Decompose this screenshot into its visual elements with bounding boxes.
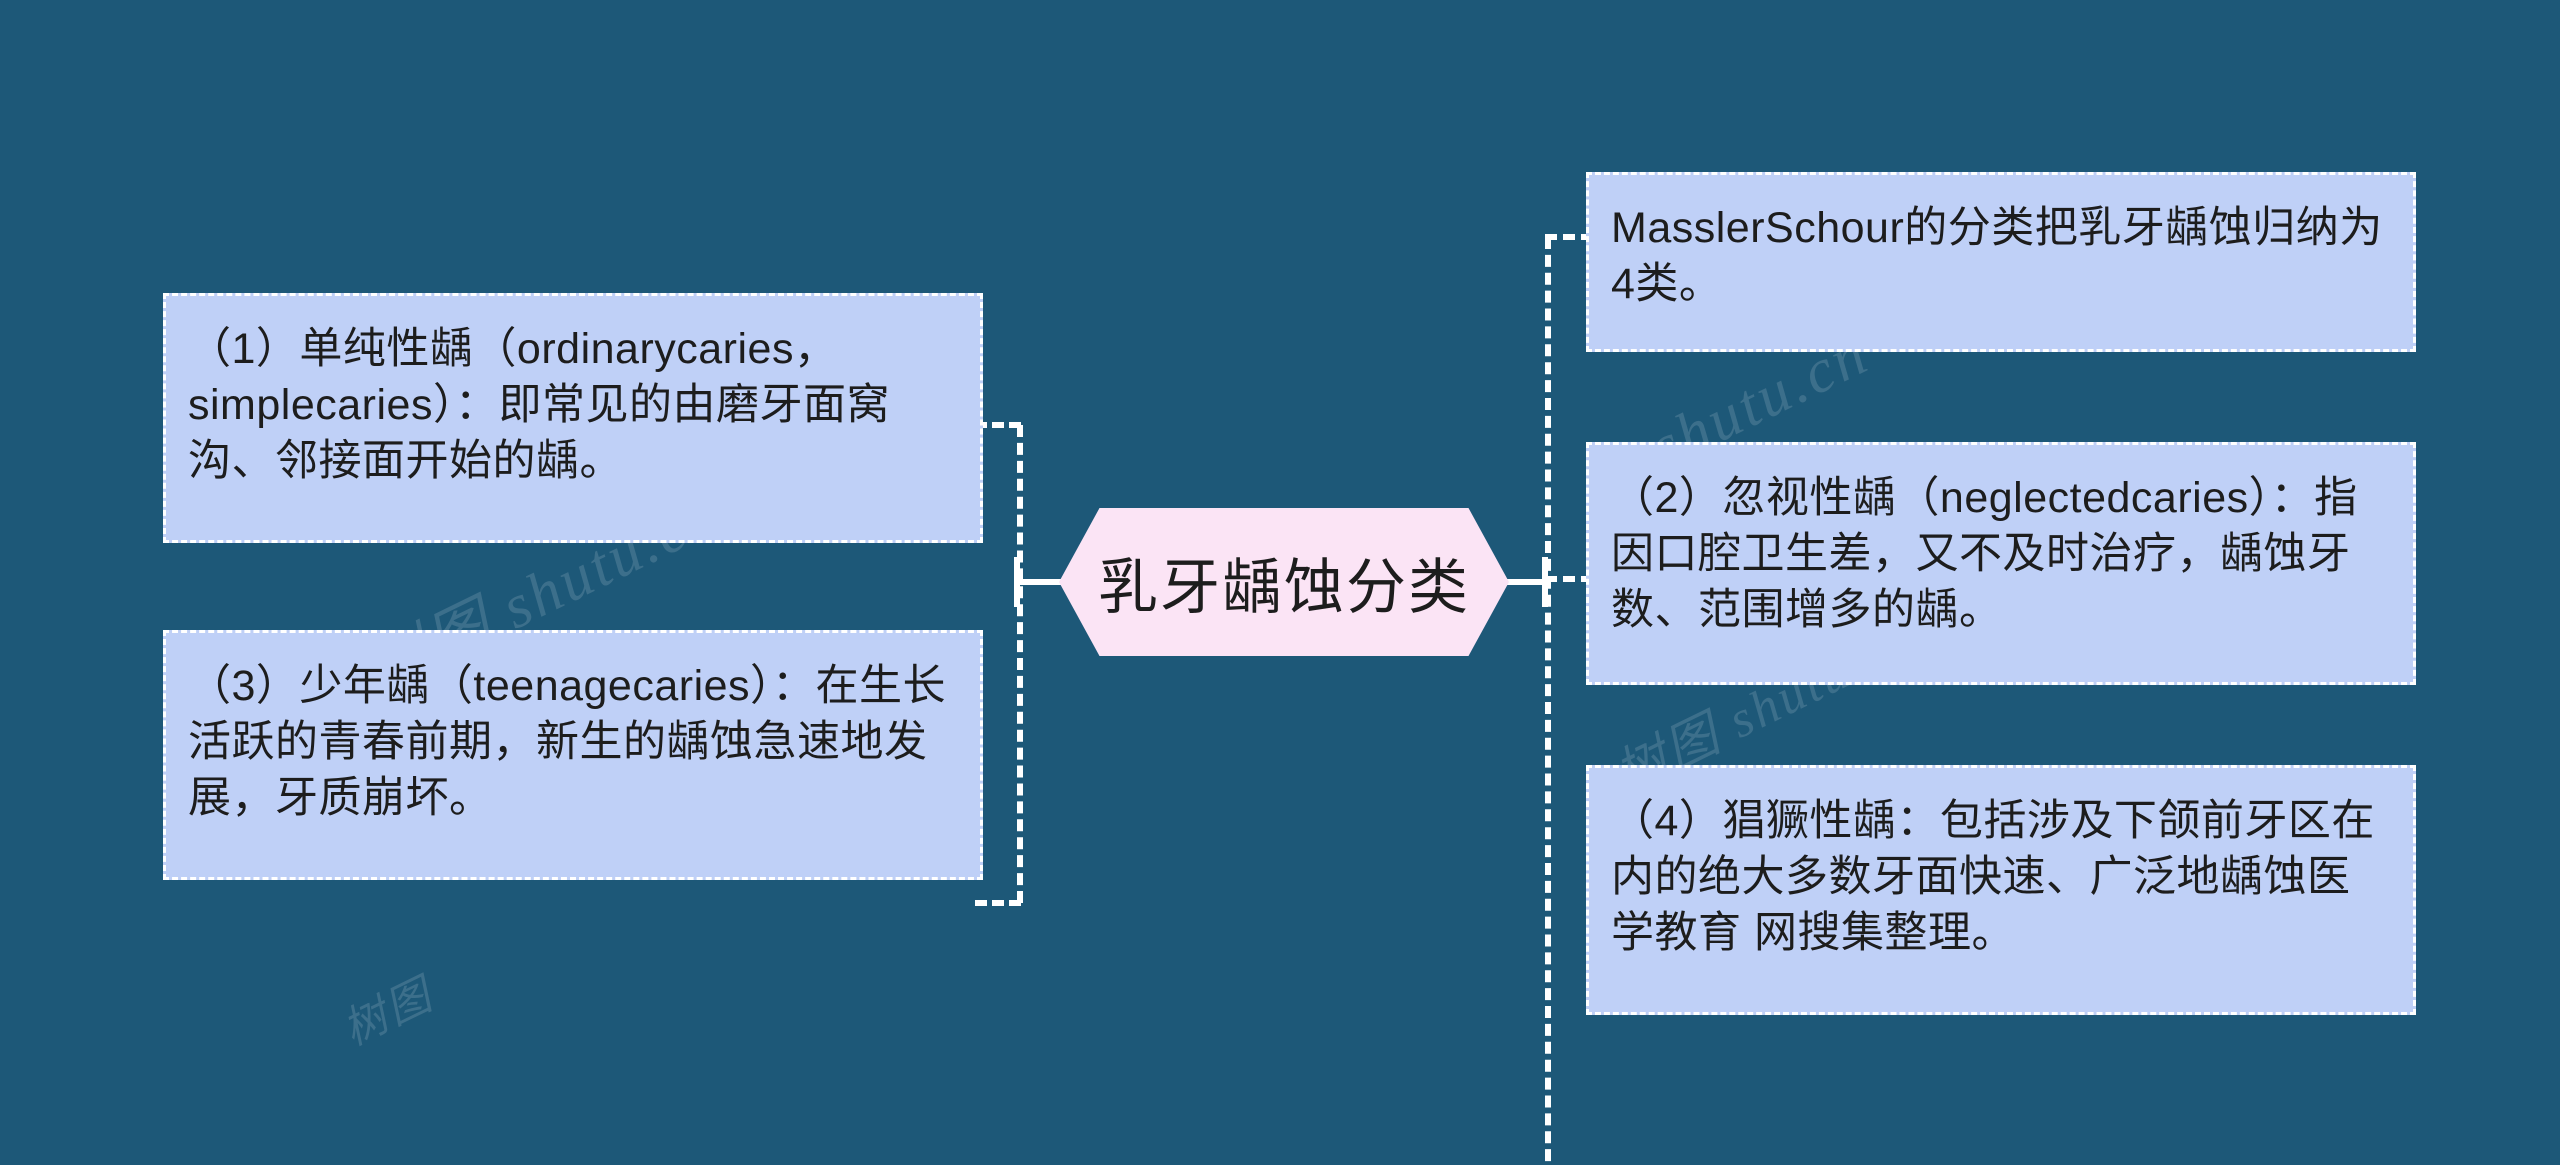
mindmap-center-label: 乳牙龋蚀分类 bbox=[1098, 553, 1470, 621]
connector-right-center-cap bbox=[1542, 557, 1548, 607]
mindmap-node-intro[interactable]: MasslerSchour的分类把乳牙龋蚀归纳为4类。 bbox=[1586, 172, 2416, 352]
mindmap-node-4[interactable]: （4）猖獗性龋：包括涉及下颌前牙区在内的绝大多数牙面快速、广泛地龋蚀医学教育 网… bbox=[1586, 765, 2416, 1015]
mindmap-node-label: （3）少年龋（teenagecaries）：在生长活跃的青春前期，新生的龋蚀急速… bbox=[188, 662, 947, 822]
connector-left-branch-3 bbox=[975, 900, 1021, 906]
mindmap-node-label: MasslerSchour的分类把乳牙龋蚀归纳为4类。 bbox=[1611, 204, 2383, 308]
mindmap-node-label: （2）忽视性龋（neglectedcaries）：指因口腔卫生差，又不及时治疗，… bbox=[1611, 474, 2358, 634]
watermark-text: 树图 bbox=[335, 969, 442, 1055]
connector-left-center-stub bbox=[1017, 579, 1093, 585]
connector-left-center-cap bbox=[1014, 557, 1020, 607]
mindmap-center-node[interactable]: 乳牙龋蚀分类 bbox=[1059, 508, 1509, 656]
connector-left-spine bbox=[1017, 425, 1023, 903]
mindmap-node-3[interactable]: （3）少年龋（teenagecaries）：在生长活跃的青春前期，新生的龋蚀急速… bbox=[163, 630, 983, 880]
mindmap-node-1[interactable]: （1）单纯性龋（ordinarycaries，simplecaries）：即常见… bbox=[163, 293, 983, 543]
connector-right-branch-2 bbox=[1545, 576, 1593, 582]
connector-right-spine bbox=[1545, 237, 1551, 1165]
mindmap-node-label: （1）单纯性龋（ordinarycaries，simplecaries）：即常见… bbox=[188, 325, 890, 485]
connector-right-branch-intro bbox=[1545, 234, 1593, 240]
mindmap-node-label: （4）猖獗性龋：包括涉及下颌前牙区在内的绝大多数牙面快速、广泛地龋蚀医学教育 网… bbox=[1611, 797, 2375, 957]
connector-left-branch-1 bbox=[975, 422, 1021, 428]
mindmap-node-2[interactable]: （2）忽视性龋（neglectedcaries）：指因口腔卫生差，又不及时治疗，… bbox=[1586, 442, 2416, 685]
